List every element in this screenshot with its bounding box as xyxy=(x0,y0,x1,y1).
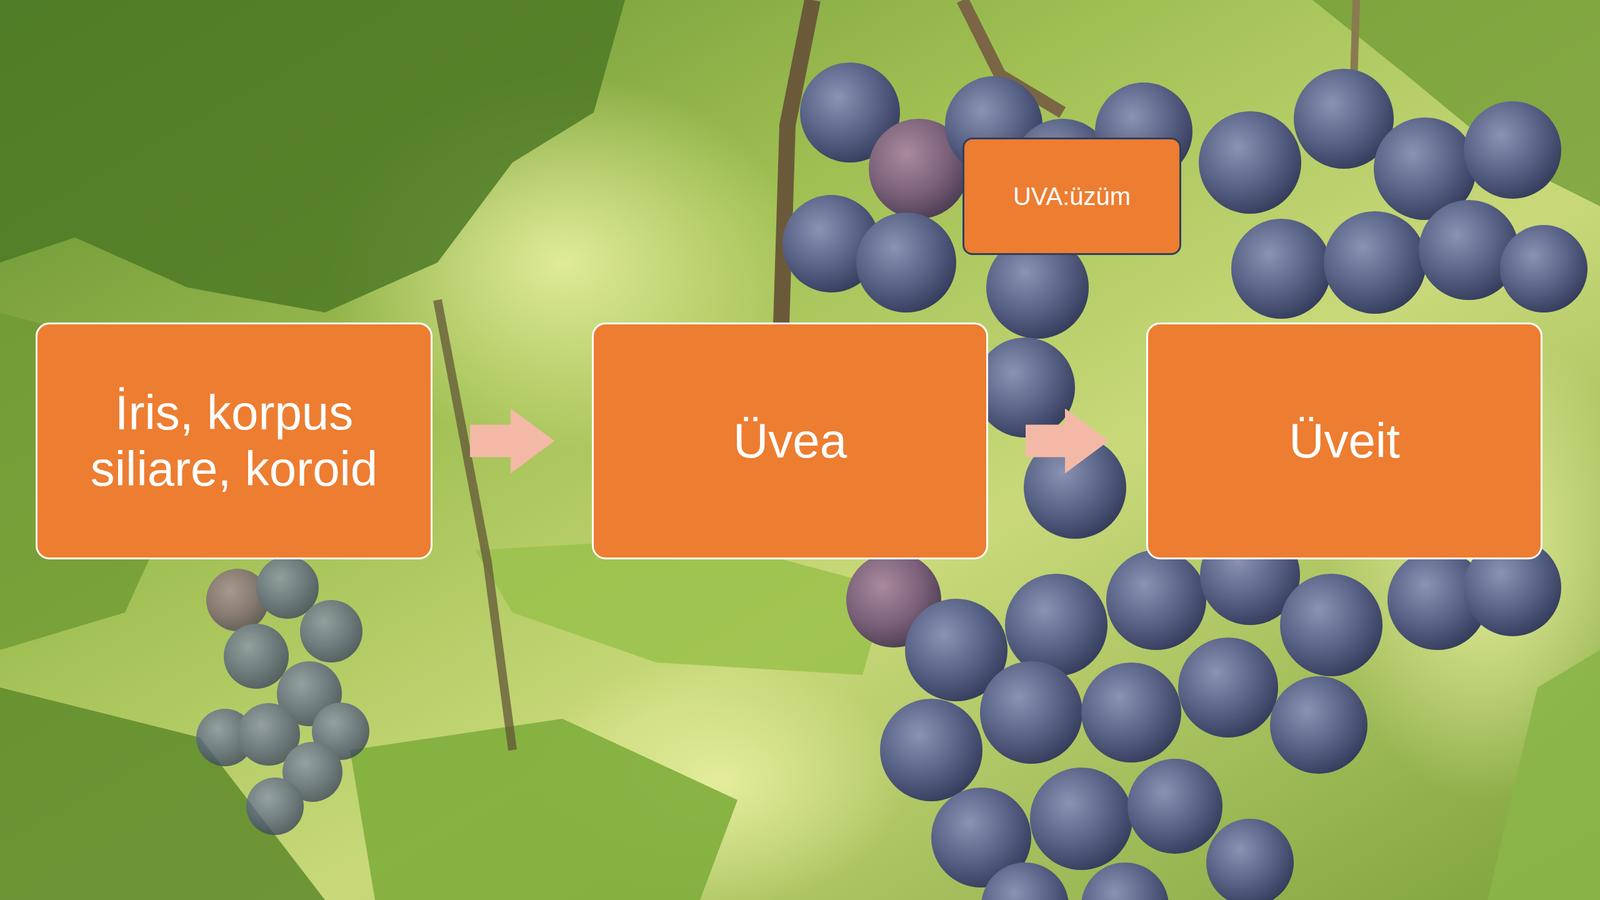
text-stack: UVA:üzüm xyxy=(1013,181,1131,211)
box-text: İris, korpus siliare, koroid xyxy=(56,385,412,497)
text-stack: İris, korpus siliare, koroid xyxy=(56,385,412,497)
block-arrow xyxy=(1025,425,1065,458)
text-stack: Üvea xyxy=(733,413,847,470)
note-box: UVA:üzüm xyxy=(962,137,1182,255)
process-box: Üveit xyxy=(1146,322,1543,560)
process-box: Üvea xyxy=(591,322,989,560)
process-box: İris, korpus siliare, koroid xyxy=(35,322,433,560)
note-text: UVA:üzüm xyxy=(1013,181,1131,211)
block-arrow xyxy=(470,425,511,458)
box-text: Üvea xyxy=(733,413,847,470)
text-stack: Üveit xyxy=(1288,413,1400,470)
box-text: Üveit xyxy=(1288,413,1400,470)
